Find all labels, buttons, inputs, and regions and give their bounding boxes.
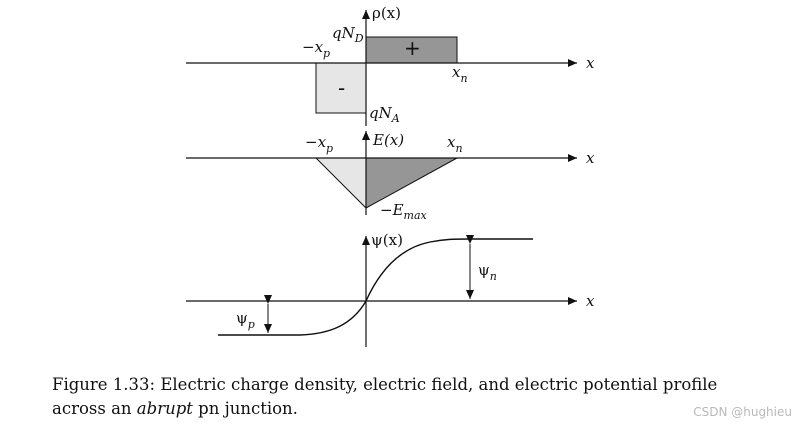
rho-axis-label: ρ(x) [372,4,401,22]
charge-density-panel: + - ρ(x) x qND qNA −xp xn [186,4,595,126]
electric-field-panel: E(x) x −xp xn −Emax [186,131,595,222]
qna-label: qNA [369,104,400,125]
emax-label: −Emax [380,201,428,222]
caption-line-1: Figure 1.33: Electric charge density, el… [52,375,718,394]
plus-sign: + [404,36,421,60]
caption-line-2: across an abrupt pn junction. [52,399,298,418]
charge-x-label: x [586,54,595,72]
psi-axis-label: ψ(x) [371,231,403,249]
potential-curve [218,238,533,336]
field-x-label: x [586,149,595,167]
potential-x-label: x [586,292,595,310]
e-axis-label: E(x) [372,131,404,149]
figure-caption: Figure 1.33: Electric charge density, el… [52,373,752,421]
xp-label-field: −xp [305,133,333,155]
psi-n-label: ψn [478,261,497,283]
minus-sign: - [338,76,345,100]
potential-panel: ψ(x) x ψn ψp [186,231,595,347]
psi-p-label: ψp [236,309,255,331]
field-p-side-triangle [314,157,367,210]
p-region-charge-block [315,62,367,114]
xn-label-charge: xn [452,63,468,85]
xn-label-field: xn [447,133,463,155]
qnd-label: qND [332,24,364,45]
xp-label-charge: −xp [302,38,330,60]
watermark: CSDN @hughieu [693,405,792,419]
